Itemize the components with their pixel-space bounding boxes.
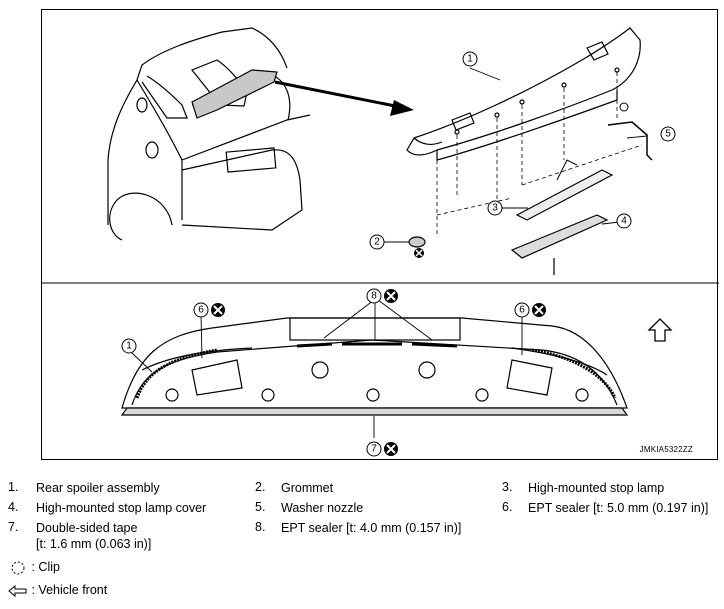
spoiler-exploded [406, 27, 641, 161]
callout-4: 4 [616, 213, 632, 229]
svg-text:8: 8 [371, 291, 377, 302]
svg-text:4: 4 [621, 216, 627, 227]
svg-text:5: 5 [665, 129, 671, 140]
svg-text:1: 1 [467, 54, 473, 65]
stop-lamp-part [515, 169, 614, 221]
exploded-view-diagram [42, 27, 719, 438]
svg-text:3: 3 [492, 203, 498, 214]
lamp-cover-part [510, 214, 609, 259]
pointer-arrow [274, 80, 401, 109]
leader-lines [131, 67, 648, 438]
legend-item-7-spec: [t: 1.6 mm (0.063 in)] [36, 537, 152, 551]
spoiler-on-vehicle [191, 69, 278, 119]
ept-sealer-strips [135, 342, 617, 399]
spoiler-rear-view [120, 317, 629, 416]
vehicle-front-arrow-icon [647, 318, 673, 342]
do-not-reuse-icon [211, 248, 546, 456]
svg-text:2: 2 [374, 237, 380, 248]
callout-3: 3 [487, 200, 503, 216]
figure-panel: .cc{fill:#fff;stroke:#000;stroke-width:1… [41, 9, 719, 460]
callout-5: 5 [660, 126, 676, 142]
callout-6-left: 6 [193, 302, 209, 318]
legend-clip-symbol: : Clip [8, 560, 60, 575]
callout-2: 2 [369, 234, 385, 250]
callout-1-bottom: 1 [121, 338, 137, 354]
svg-text:1: 1 [126, 341, 132, 352]
svg-text:7: 7 [371, 444, 377, 455]
callout-layer: .cc{fill:#fff;stroke:#000;stroke-width:1… [121, 51, 676, 457]
callout-7: 7 [366, 441, 382, 457]
dashed-guides [436, 72, 643, 235]
washer-nozzle-part [607, 121, 653, 161]
svg-text:6: 6 [198, 305, 204, 316]
svg-text:6: 6 [519, 305, 525, 316]
pointer-arrowhead [390, 100, 414, 116]
clip-icon [11, 561, 25, 575]
callout-8: 8 [366, 288, 382, 304]
vehicle-front-arrow-icon [8, 584, 27, 597]
callout-6-right: 6 [514, 302, 530, 318]
legend-front-symbol: : Vehicle front [8, 583, 107, 598]
figure-code: JMKIA5322ZZ [639, 445, 693, 454]
callout-1-top: 1 [462, 51, 478, 67]
